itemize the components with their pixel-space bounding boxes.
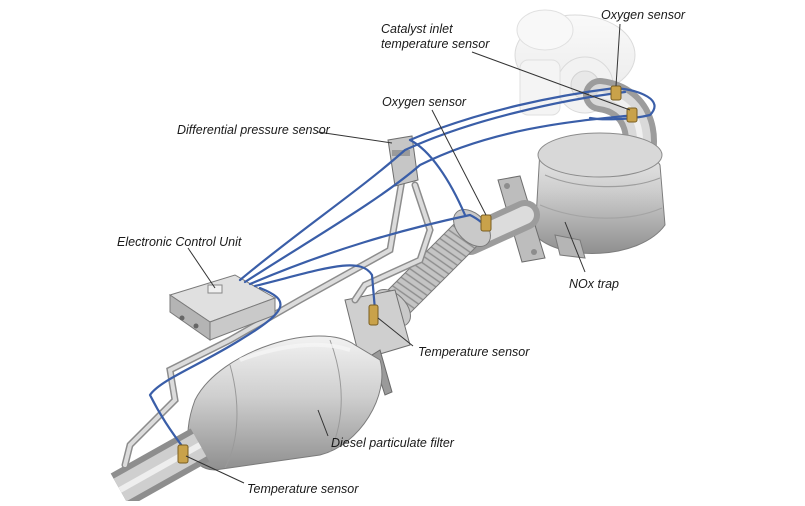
- temperature-sensor-mid-marker: [368, 304, 379, 326]
- label-diesel-particulate-filter: Diesel particulate filter: [331, 436, 454, 450]
- label-oxygen-sensor-top: Oxygen sensor: [601, 8, 686, 22]
- electronic-control-unit: [168, 274, 277, 341]
- label-catalyst-inlet-line1: Catalyst inlet: [381, 22, 453, 36]
- label-temperature-sensor-bottom: Temperature sensor: [247, 482, 359, 496]
- oxygen-sensor-top-marker: [610, 85, 622, 101]
- leader-lines: [185, 23, 631, 484]
- diesel-particulate-filter: [187, 335, 383, 471]
- nox-trap: [534, 132, 666, 259]
- label-oxygen-sensor-mid: Oxygen sensor: [382, 95, 467, 109]
- temperature-sensor-bottom-marker: [177, 444, 189, 464]
- label-electronic-control-unit: Electronic Control Unit: [117, 235, 242, 249]
- wiring-harness: [148, 86, 656, 452]
- label-catalyst-inlet-line2: temperature sensor: [381, 37, 490, 51]
- label-catalyst-inlet-temperature-sensor: Catalyst inlet temperature sensor: [381, 22, 489, 52]
- label-differential-pressure-sensor: Differential pressure sensor: [177, 123, 330, 137]
- sensors: [177, 85, 638, 464]
- catalyst-inlet-sensor-marker: [626, 107, 638, 123]
- oxygen-sensor-mid-marker: [480, 214, 492, 232]
- label-temperature-sensor-mid: Temperature sensor: [418, 345, 530, 359]
- label-nox-trap: NOx trap: [569, 277, 620, 291]
